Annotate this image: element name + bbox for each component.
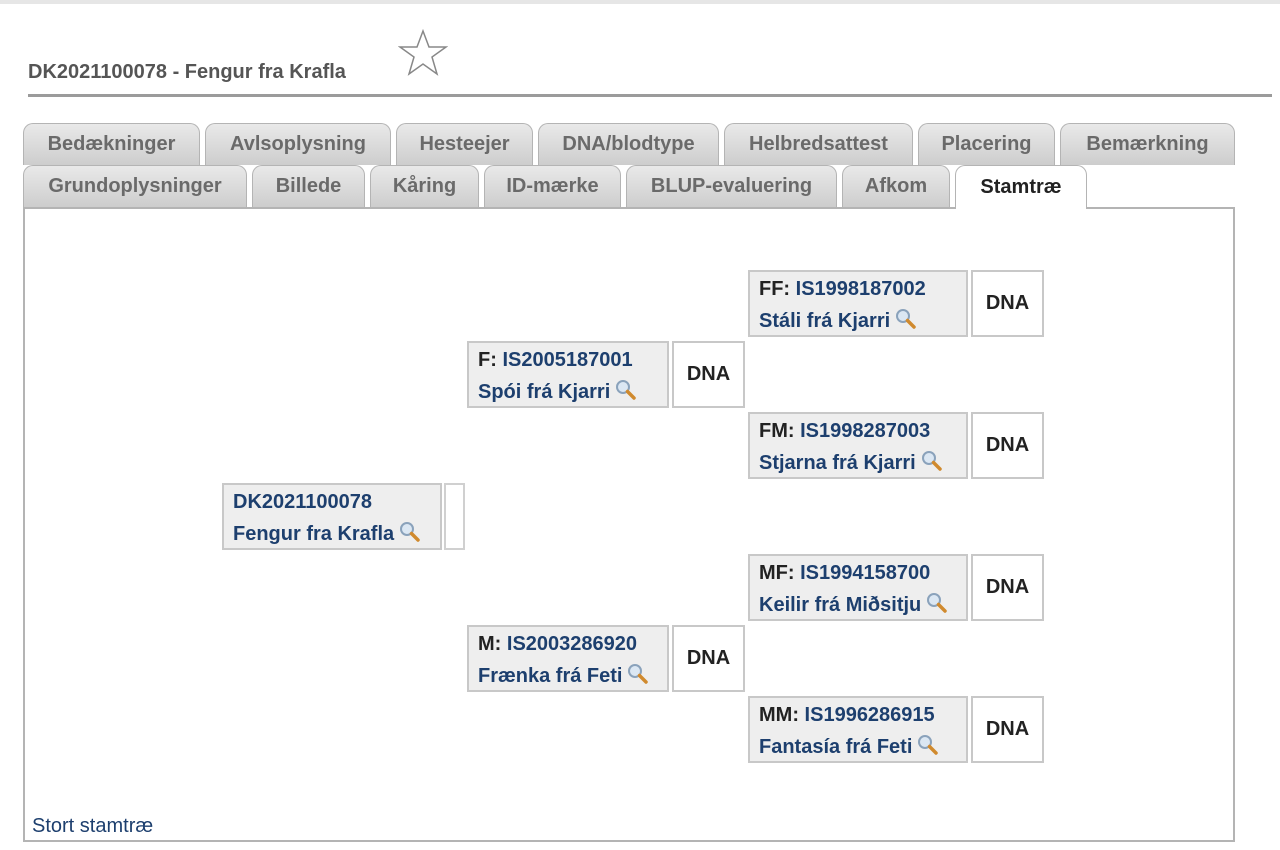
tab-row-2: Grundoplysninger Billede Kåring ID-mærke… (23, 165, 1087, 209)
pedigree-sire-sire: FF: IS1998187002 Stáli frá Kjarri (748, 270, 968, 337)
tab-placering[interactable]: Placering (918, 123, 1055, 165)
mf-id-link[interactable]: IS1994158700 (800, 562, 931, 584)
mm-role-label: MM: (759, 704, 799, 726)
sire-role-label: F: (478, 349, 497, 371)
sire-id-link[interactable]: IS2005187001 (502, 349, 633, 371)
pedigree-dam: M: IS2003286920 Frænka frá Feti (467, 625, 669, 692)
magnifier-icon[interactable] (398, 520, 420, 542)
dam-dna-button[interactable]: DNA (672, 625, 745, 692)
tab-dna-blodtype[interactable]: DNA/blodtype (538, 123, 719, 165)
pedigree-panel (23, 207, 1235, 842)
magnifier-icon[interactable] (925, 591, 947, 613)
mm-name-link[interactable]: Fantasía frá Feti (759, 736, 913, 758)
large-pedigree-link[interactable]: Stort stamtræ (32, 815, 154, 837)
dam-id-link[interactable]: IS2003286920 (506, 633, 638, 655)
mf-role-label: MF: (759, 562, 795, 584)
magnifier-icon[interactable] (916, 733, 939, 755)
pedigree-dam-dam: MM: IS1996286915 Fantasía frá Feti (748, 696, 968, 763)
tab-grundoplysninger[interactable]: Grundoplysninger (23, 165, 247, 207)
tab-hesteejer[interactable]: Hesteejer (396, 123, 533, 165)
ff-dna-button[interactable]: DNA (971, 270, 1044, 337)
tab-row-1: Bedækninger Avlsoplysning Hesteejer DNA/… (23, 123, 1235, 165)
tab-id-maerke[interactable]: ID-mærke (484, 165, 621, 207)
pedigree-dam-sire: MF: IS1994158700 Keilir frá Miðsitju (748, 554, 968, 621)
magnifier-icon[interactable] (614, 378, 637, 400)
mm-dna-button[interactable]: DNA (971, 696, 1044, 763)
fm-name-link[interactable]: Stjarna frá Kjarri (759, 452, 916, 474)
tab-avlsoplysning[interactable]: Avlsoplysning (205, 123, 391, 165)
dam-name-link[interactable]: Frænka frá Feti (478, 665, 623, 687)
fm-id-link[interactable]: IS1998287003 (800, 420, 931, 442)
dam-role-label: M: (478, 633, 502, 655)
subject-dna-box (444, 483, 465, 550)
magnifier-icon[interactable] (894, 307, 916, 329)
tab-blup-evaluering[interactable]: BLUP-evaluering (626, 165, 837, 207)
tab-afkom[interactable]: Afkom (842, 165, 950, 207)
mm-id-link[interactable]: IS1996286915 (804, 704, 935, 726)
pedigree-sire: F: IS2005187001 Spói frá Kjarri (467, 341, 669, 408)
star-outline-icon[interactable] (398, 28, 448, 78)
pedigree-sire-dam: FM: IS1998287003 Stjarna frá Kjarri (748, 412, 968, 479)
tab-bedaekninger[interactable]: Bedækninger (23, 123, 200, 165)
ff-name-link[interactable]: Stáli frá Kjarri (759, 310, 891, 332)
ff-role-label: FF: (759, 278, 791, 300)
pedigree-subject: DK2021100078 Fengur fra Krafla (222, 483, 442, 550)
fm-dna-button[interactable]: DNA (971, 412, 1044, 479)
subject-id-link[interactable]: DK2021100078 (233, 491, 373, 513)
magnifier-icon[interactable] (626, 662, 649, 684)
tab-bemaerkning[interactable]: Bemærkning (1060, 123, 1235, 165)
page-title: DK2021100078 - Fengur fra Krafla (28, 61, 346, 83)
tab-stamtrae[interactable]: Stamtræ (955, 165, 1087, 209)
magnifier-icon[interactable] (920, 449, 942, 471)
mf-dna-button[interactable]: DNA (971, 554, 1044, 621)
fm-role-label: FM: (759, 420, 795, 442)
sire-dna-button[interactable]: DNA (672, 341, 745, 408)
mf-name-link[interactable]: Keilir frá Miðsitju (759, 594, 922, 616)
tab-billede[interactable]: Billede (252, 165, 365, 207)
top-rule (0, 0, 1280, 4)
tab-helbredsattest[interactable]: Helbredsattest (724, 123, 913, 165)
page-header: DK2021100078 - Fengur fra Krafla (28, 22, 1272, 97)
ff-id-link[interactable]: IS1998187002 (795, 278, 926, 300)
sire-name-link[interactable]: Spói frá Kjarri (478, 381, 611, 403)
subject-name-link[interactable]: Fengur fra Krafla (233, 523, 395, 545)
tab-kaaring[interactable]: Kåring (370, 165, 479, 207)
